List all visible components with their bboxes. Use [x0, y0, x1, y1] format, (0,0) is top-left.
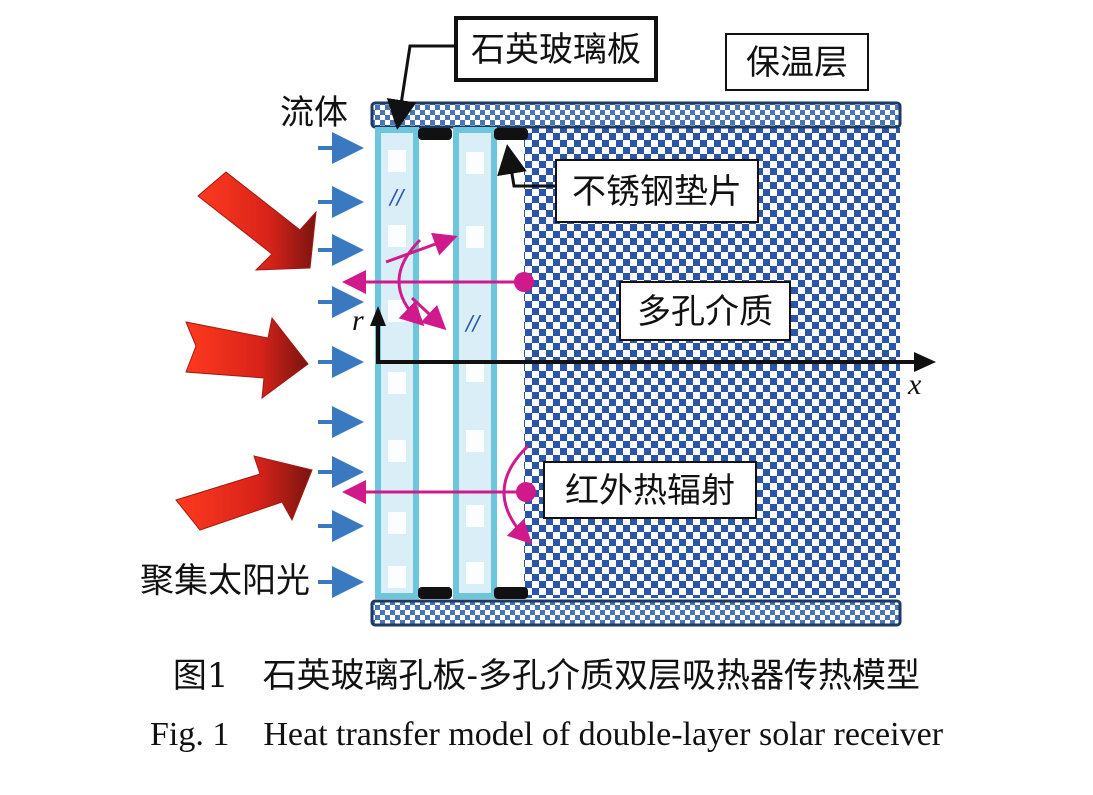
insulation-top	[370, 101, 902, 129]
radiation-label-box: 红外热辐射	[543, 461, 757, 519]
axis-x-label: x	[907, 368, 922, 401]
radiation-source-2	[516, 482, 536, 502]
gasket-label-box: 不锈钢垫片	[555, 159, 759, 223]
receiver-diagram: // // r x	[140, 16, 936, 627]
caption-cn-text: 石英玻璃孔板-多孔介质双层吸热器传热模型	[262, 656, 921, 696]
caption-en: Fig. 1 Heat transfer model of double-laye…	[0, 716, 1093, 754]
quartz-plate-label-box: 石英玻璃板	[454, 16, 658, 82]
stainless-gaskets	[418, 128, 528, 599]
fluid-label: 流体	[280, 93, 348, 133]
infrared-radiation-arrows	[342, 232, 533, 545]
caption-en-text: Heat transfer model of double-layer sola…	[263, 716, 944, 753]
gasket-pointer	[497, 144, 556, 188]
coordinate-axes	[370, 306, 936, 372]
caption-cn: 图1 石英玻璃孔板-多孔介质双层吸热器传热模型	[0, 648, 1093, 697]
slash-mark-2: //	[464, 311, 482, 335]
porous-label-box: 多孔介质	[619, 281, 791, 341]
insulation-label-box: 保温层	[725, 33, 869, 91]
fluid-arrows	[318, 132, 364, 598]
gasket-label: 不锈钢垫片	[572, 172, 742, 212]
quartz-pointer	[386, 44, 454, 130]
radiation-label: 红外热辐射	[565, 471, 735, 511]
insulation-bottom	[370, 599, 902, 627]
porous-label: 多孔介质	[637, 292, 773, 332]
sunlight-label: 聚集太阳光	[140, 561, 310, 601]
caption-en-number: Fig. 1	[149, 716, 230, 753]
sunlight-arrows	[175, 171, 317, 531]
quartz-plate-label: 石英玻璃板	[471, 30, 641, 70]
slash-mark-1: //	[388, 185, 406, 209]
caption-cn-number: 图1	[172, 656, 229, 696]
insulation-label: 保温层	[746, 43, 848, 83]
axis-r-label: r	[352, 304, 364, 337]
radiation-source-1	[514, 272, 534, 292]
